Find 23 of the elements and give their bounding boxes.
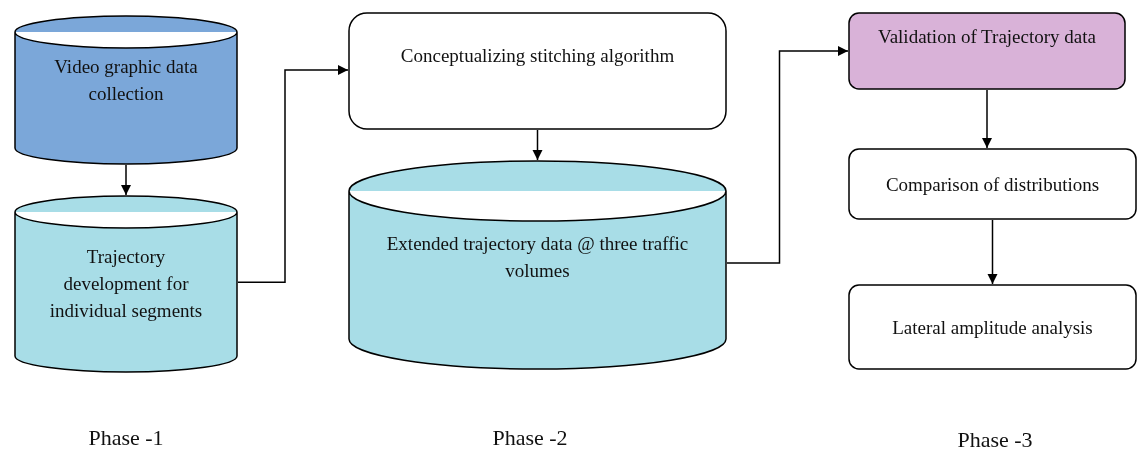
box-label: Trajectory development for individual segments [48, 245, 204, 323]
phase-label: Phase -1 [88, 425, 164, 451]
box-label: Extended trajectory data @ three traffic volumes [385, 232, 690, 283]
box-label: Comparison of distributions [884, 173, 1101, 197]
arrow [532, 129, 543, 161]
arrow [120, 164, 132, 196]
arrow [981, 89, 993, 149]
box-label: Conceptualizing stitching algorithm [399, 44, 676, 68]
box-label: Validation of Trajectory data [878, 25, 1096, 49]
box-label: Lateral amplitude analysis [891, 316, 1094, 340]
process-box [848, 284, 1137, 370]
process-box [348, 12, 727, 130]
process-box [848, 148, 1137, 220]
database-cylinder [14, 15, 238, 165]
process-box [848, 12, 1126, 90]
database-cylinder [14, 195, 238, 373]
phase-label: Phase -2 [492, 425, 568, 451]
box-label: Video graphic data collection [53, 55, 199, 106]
database-cylinder [348, 160, 727, 370]
phase-label: Phase -3 [957, 427, 1033, 453]
arrow [987, 219, 998, 285]
arrow [726, 45, 849, 264]
arrow [237, 64, 349, 283]
